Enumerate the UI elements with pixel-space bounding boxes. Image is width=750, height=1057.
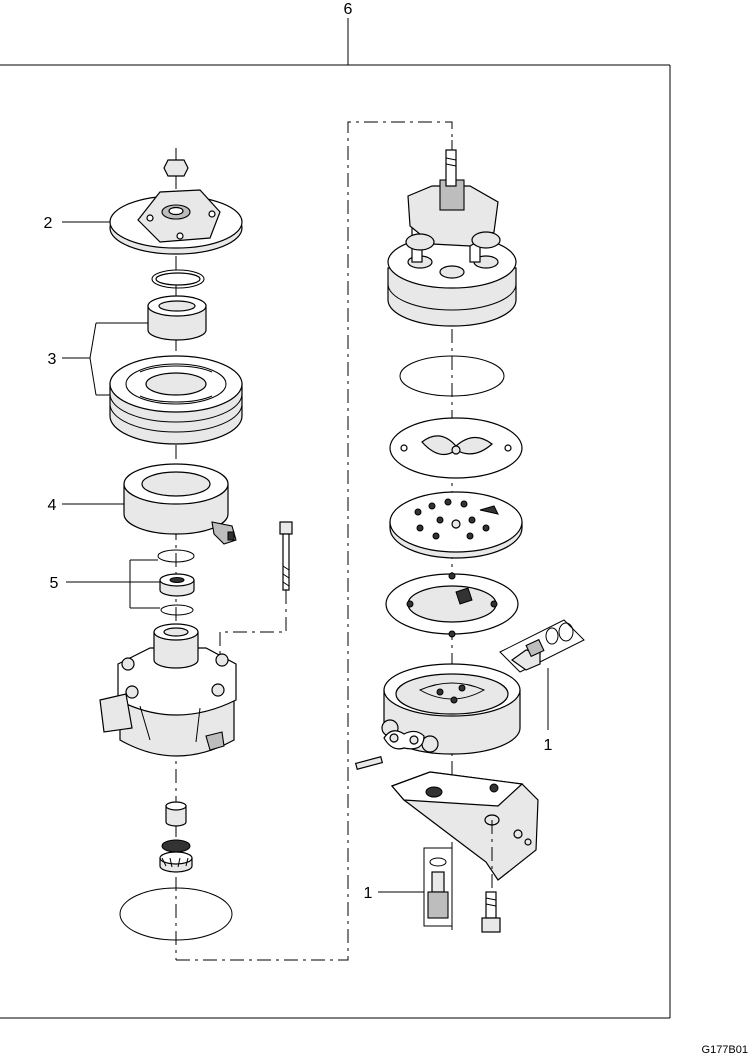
callout-2: 2 — [44, 215, 53, 232]
through-bolt — [279, 521, 293, 591]
cylinder-block — [387, 149, 517, 327]
assembly-frame — [0, 18, 671, 1019]
pressure-relief-valve — [499, 619, 585, 673]
suction-reed-plate — [389, 417, 523, 479]
rear-head — [381, 663, 521, 755]
port-gasket — [383, 730, 425, 750]
connecting-flow-line — [176, 121, 453, 961]
bearing — [147, 295, 207, 341]
leader-3 — [62, 322, 148, 396]
snap-ring-lower — [157, 549, 195, 563]
bracket-bolt — [481, 891, 501, 933]
front-housing — [99, 623, 237, 757]
mounting-bracket — [390, 771, 539, 881]
drawing-code: G177B01 — [702, 1044, 748, 1056]
pulley — [109, 355, 243, 445]
field-coil — [123, 463, 237, 545]
seal-collar — [165, 801, 187, 827]
o-ring-small — [160, 604, 194, 616]
callout-3: 3 — [48, 351, 57, 368]
bolt-flow-line — [219, 590, 287, 658]
head-gasket — [385, 572, 519, 638]
o-ring-block — [399, 355, 505, 397]
snap-ring-upper — [151, 269, 205, 289]
shaft-seal — [159, 839, 193, 873]
large-o-ring-left — [119, 887, 233, 941]
callout-1-fitting: 1 — [364, 885, 373, 902]
callout-5: 5 — [50, 575, 59, 592]
stud-bolt — [354, 756, 384, 770]
shaft-bearing — [159, 573, 195, 597]
armature-plate — [109, 189, 243, 255]
service-fitting — [423, 847, 453, 927]
valve-plate — [389, 491, 523, 559]
assembly-label: 6 — [344, 1, 353, 18]
callout-1-valve: 1 — [544, 737, 553, 754]
callout-4: 4 — [48, 497, 57, 514]
leader-5 — [66, 559, 160, 609]
hex-nut — [163, 148, 189, 177]
